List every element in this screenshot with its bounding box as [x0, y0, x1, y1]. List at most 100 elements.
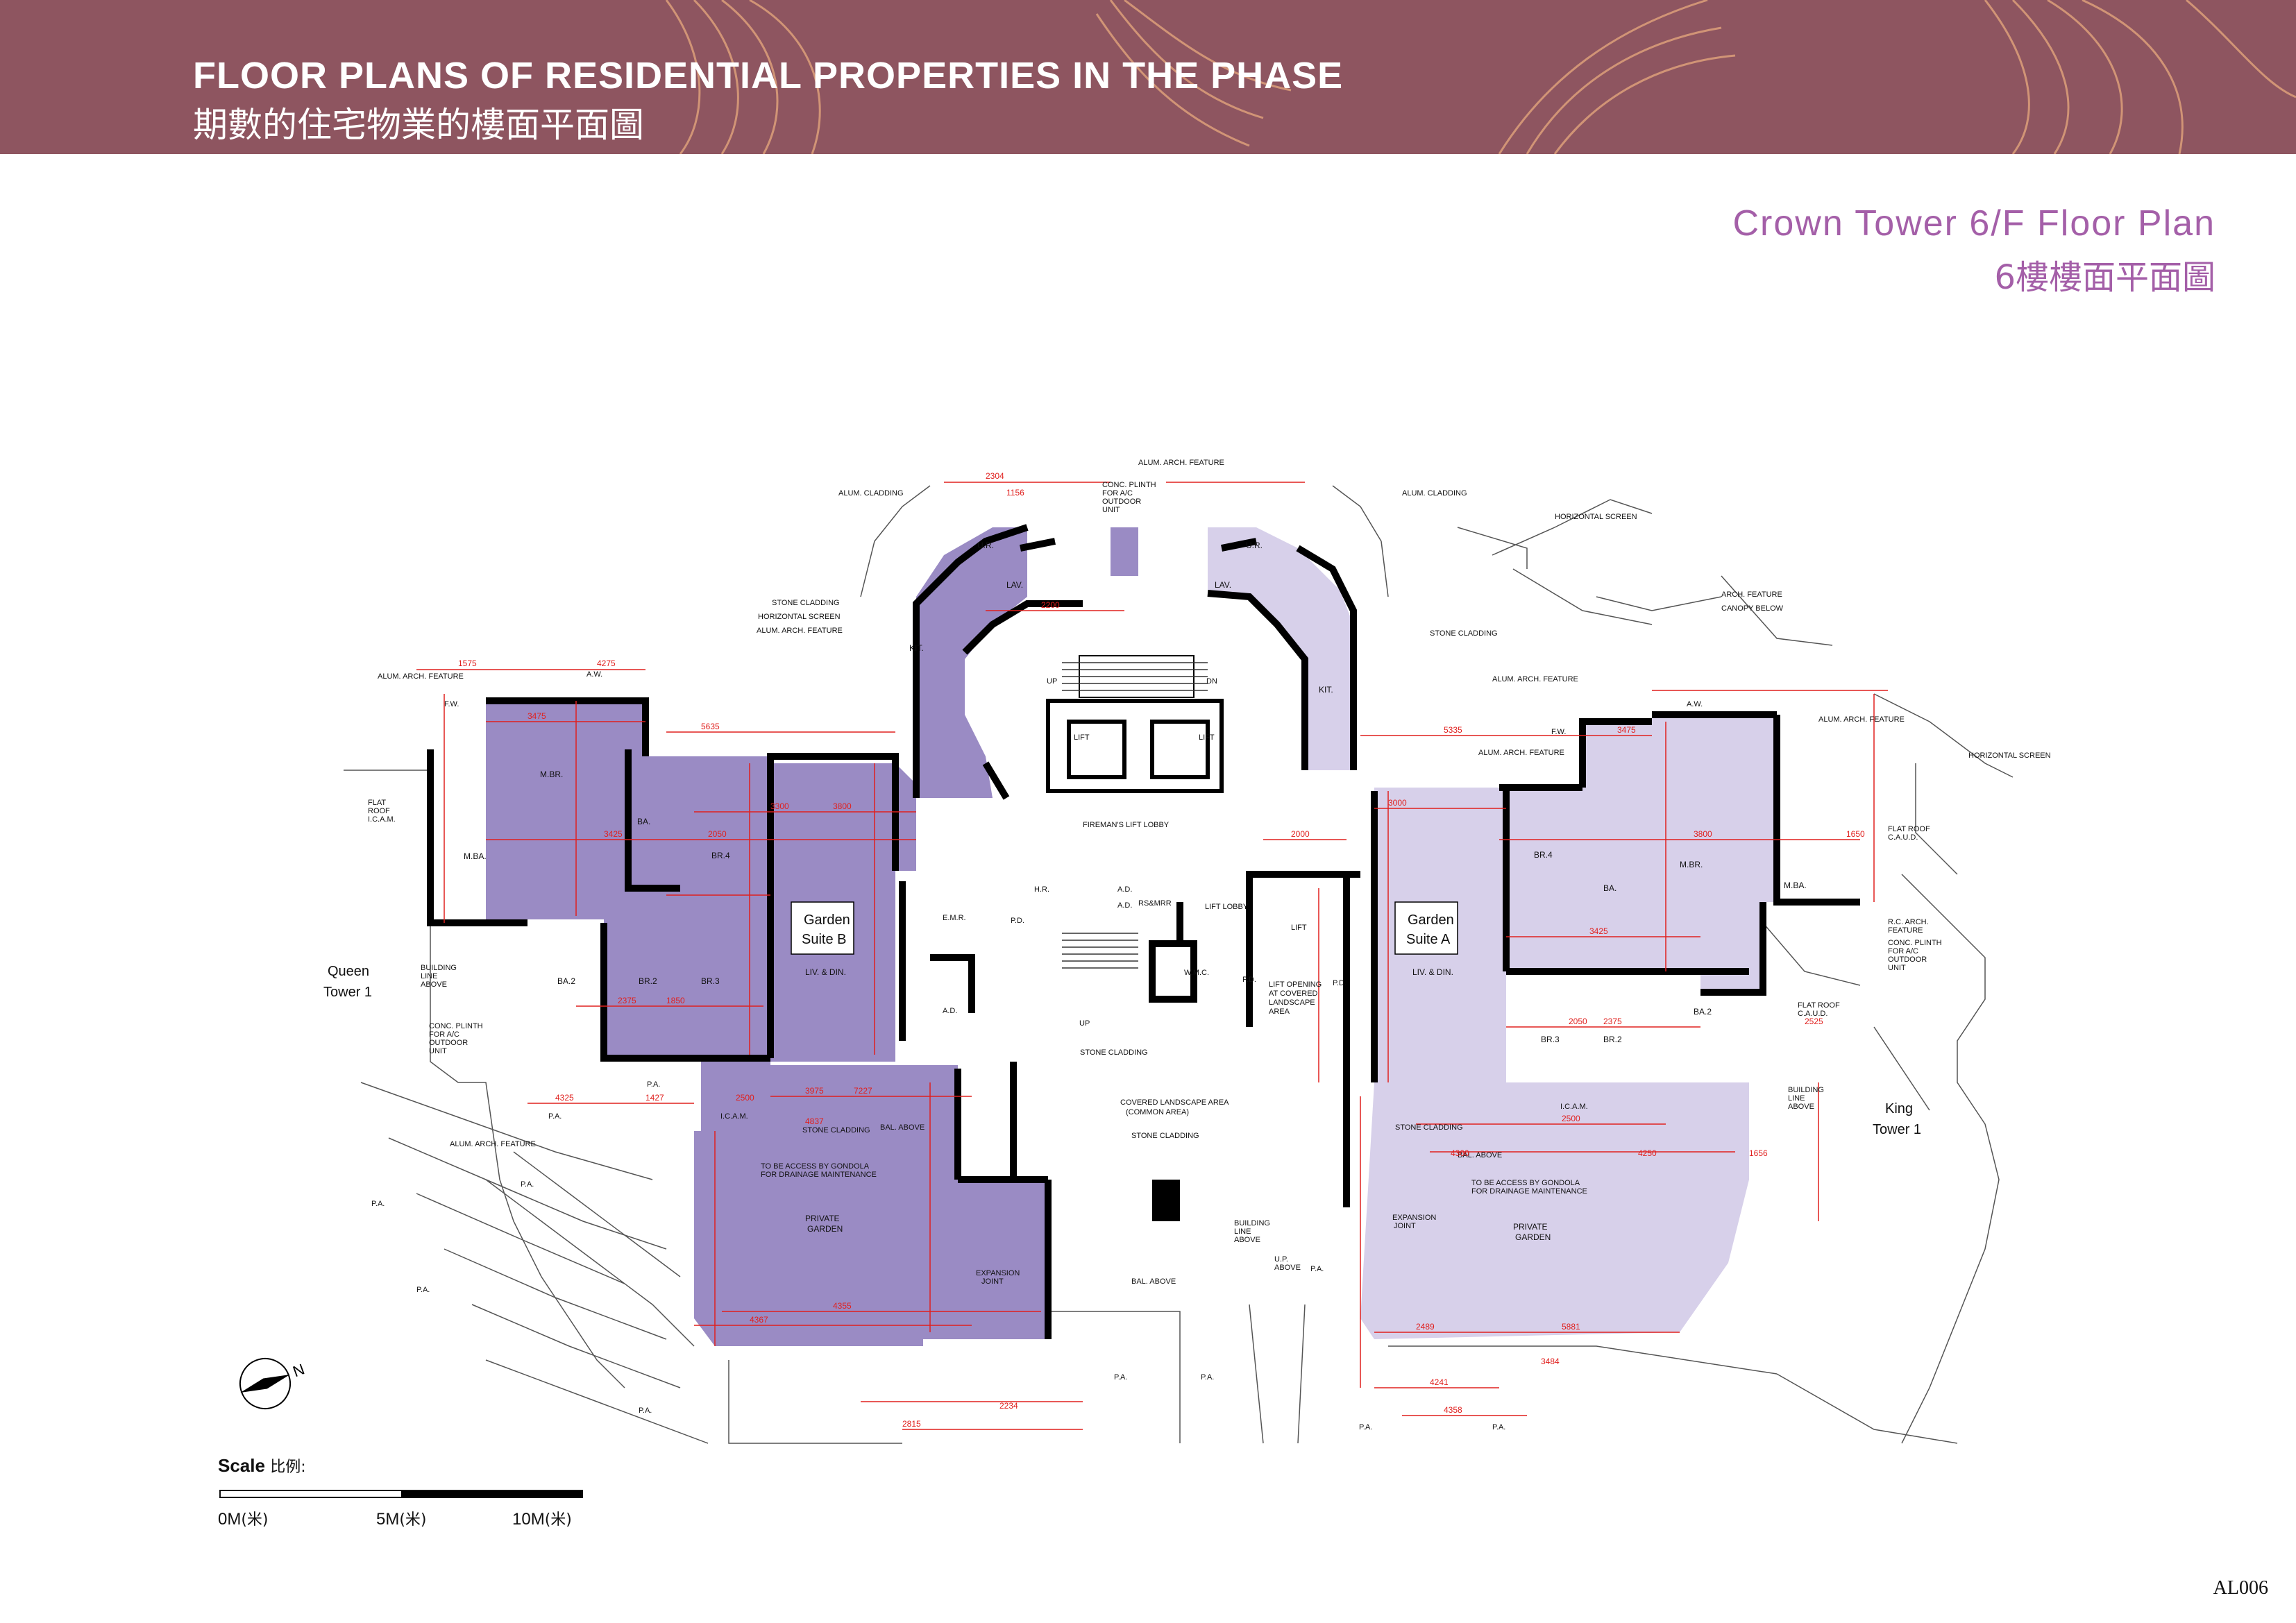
flat-roof-left-2: ROOF	[368, 807, 390, 815]
dimension-label: 3475	[527, 711, 546, 721]
scale-tick-0: 0M(米)	[218, 1507, 269, 1529]
horizontal-screen-left: HORIZONTAL SCREEN	[758, 613, 841, 621]
dimension-lines	[416, 482, 1888, 1430]
unit-b-fill	[486, 527, 1138, 1346]
room-label-br2-b: BR.2	[639, 976, 657, 986]
building-line-right-3: ABOVE	[1788, 1103, 1814, 1111]
dimension-label: 4300	[1451, 1148, 1469, 1158]
lift-label-2: LIFT	[1199, 733, 1215, 742]
flat-roof-left-1: FLAT	[368, 799, 386, 807]
lift-label-3: LIFT	[1291, 924, 1307, 932]
room-label-br2-a: BR.2	[1603, 1035, 1622, 1044]
room-label-mba-b: M.BA.	[464, 851, 487, 861]
room-label-br4-a: BR.4	[1534, 850, 1553, 860]
dimension-label: 4241	[1430, 1377, 1449, 1387]
scale-tick-0-value: 0M	[218, 1510, 242, 1529]
site-context	[344, 485, 2014, 1444]
lift-opening-4: AREA	[1269, 1008, 1290, 1016]
room-label-ba2-b: BA.2	[557, 976, 575, 986]
alum-cladding-right: ALUM. CLADDING	[1402, 489, 1467, 498]
dimension-label: 2375	[1603, 1017, 1622, 1026]
stone-cladding-core: STONE CLADDING	[1080, 1048, 1148, 1057]
dimension-label: 3425	[604, 829, 623, 839]
page-number: AL006	[2213, 1577, 2268, 1599]
dimension-label: 7227	[854, 1086, 872, 1096]
lift-opening-3: LANDSCAPE	[1269, 999, 1315, 1007]
room-label-mbr-b: M.BR.	[540, 770, 563, 779]
dimension-label: 5335	[1444, 725, 1462, 735]
stair-treads	[1062, 662, 1208, 969]
stone-cladding-core-2: STONE CLADDING	[1131, 1132, 1199, 1140]
annotations: ALUM. CLADDING ALUM. CLADDING ALUM. ARCH…	[368, 459, 2051, 1286]
bal-above-b: BAL. ABOVE	[880, 1123, 925, 1132]
conc-plinth-right-2: FOR A/C	[1888, 947, 1918, 955]
dimension-label: 2500	[736, 1093, 754, 1103]
room-label-garden-b-1: PRIVATE	[805, 1214, 840, 1223]
dimension-label: 2500	[1562, 1114, 1580, 1123]
dimension-label: 5881	[1562, 1322, 1580, 1332]
dimension-label: 3425	[1589, 926, 1608, 936]
core-labels: LIFT LIFT FIREMAN'S LIFT LOBBY LIFT LOBB…	[943, 677, 1347, 1286]
icam-a: I.C.A.M.	[1560, 1103, 1588, 1111]
unit-b-label-1: Garden	[804, 912, 850, 928]
dimension-label: 3000	[1388, 798, 1407, 808]
dimension-label: 1156	[1006, 488, 1024, 498]
room-label-ba-a: BA.	[1603, 883, 1617, 893]
dimension-label: 2000	[1291, 829, 1310, 839]
room-label-liv-a: LIV. & DIN.	[1412, 967, 1453, 977]
north-label: N	[291, 1360, 307, 1380]
room-label-mbr-a: M.BR.	[1680, 860, 1703, 869]
lift-label-1: LIFT	[1074, 733, 1090, 742]
pa-labels: P.A. P.A. P.A. P.A. P.A. P.A. P.A. P.A. …	[371, 1080, 1505, 1431]
stone-cladding-left: STONE CLADDING	[772, 599, 840, 607]
dimension-label: 3800	[833, 801, 852, 811]
tower-labels: Queen Tower 1 King Tower 1	[323, 964, 1921, 1137]
dimension-label: 4250	[1638, 1148, 1657, 1158]
pa-label-3: P.A.	[521, 1180, 534, 1189]
ad-label-2: A.D.	[1117, 901, 1132, 910]
pa-label-6: P.A.	[1114, 1373, 1127, 1382]
up-label-lobby: UP	[1047, 677, 1057, 686]
conc-plinth-left-1: CONC. PLINTH	[429, 1022, 483, 1030]
room-label-garden-a-1: PRIVATE	[1513, 1222, 1548, 1232]
lift-opening-1: LIFT OPENING	[1269, 980, 1322, 989]
covered-area-1: COVERED LANDSCAPE AREA	[1120, 1098, 1229, 1107]
conc-plinth-right-3: OUTDOOR	[1888, 955, 1927, 964]
dimension-label: 4367	[750, 1315, 768, 1325]
header-title-zh: 期數的住宅物業的樓面平面圖	[193, 105, 644, 145]
scale-tick-10-unit: (米)	[544, 1511, 572, 1529]
room-label-liv-b: LIV. & DIN.	[805, 967, 846, 977]
horizontal-screen-top: HORIZONTAL SCREEN	[1555, 513, 1637, 521]
up-label-core: UP	[1079, 1019, 1090, 1028]
queen-tower-label-2: Tower 1	[323, 985, 372, 1000]
dimension-label: 1850	[666, 996, 685, 1005]
lift-opening-2: AT COVERED	[1269, 989, 1318, 998]
scale-tick-5-value: 5M	[376, 1510, 400, 1529]
unit-a-fill	[1208, 527, 1777, 1339]
conc-plinth-right-1: CONC. PLINTH	[1888, 939, 1942, 947]
alum-feature-right: ALUM. ARCH. FEATURE	[1492, 675, 1578, 683]
room-label-br4-b: BR.4	[711, 851, 730, 860]
room-label-ba2-a: BA.2	[1694, 1007, 1712, 1017]
dimension-label: 4358	[1444, 1405, 1462, 1415]
stone-cladding-lower-b: STONE CLADDING	[802, 1126, 870, 1135]
rc-feature-1: R.C. ARCH.	[1888, 918, 1929, 926]
wmc-label: W.M.C.	[1184, 969, 1209, 977]
dimension-label: 1427	[645, 1093, 664, 1103]
conc-plinth-right-4: UNIT	[1888, 964, 1906, 972]
dimension-label: 2234	[999, 1401, 1018, 1411]
horizontal-screen-right: HORIZONTAL SCREEN	[1968, 751, 2051, 760]
up-above-2: ABOVE	[1274, 1264, 1301, 1272]
up-above-1: U.P.	[1274, 1255, 1288, 1264]
room-labels: M.BR. M.BA. BR.4 BA. BA.2 BR.2 BR.3 LIV.…	[464, 541, 1807, 1242]
conc-plinth-left-2: FOR A/C	[429, 1030, 459, 1039]
flat-roof-left-3: I.C.A.M.	[368, 815, 396, 824]
header-title-en: FLOOR PLANS OF RESIDENTIAL PROPERTIES IN…	[193, 55, 1344, 96]
canopy-below-label: CANOPY BELOW	[1721, 604, 1784, 613]
bal-above-core: BAL. ABOVE	[1131, 1277, 1176, 1286]
conc-plinth-top-2: FOR A/C	[1102, 489, 1133, 498]
building-line-left-3: ABOVE	[421, 980, 447, 989]
pa-label-5: P.A.	[416, 1286, 430, 1294]
stone-cladding-lower-a: STONE CLADDING	[1395, 1123, 1463, 1132]
room-label-lav-b: LAV.	[1006, 580, 1023, 590]
